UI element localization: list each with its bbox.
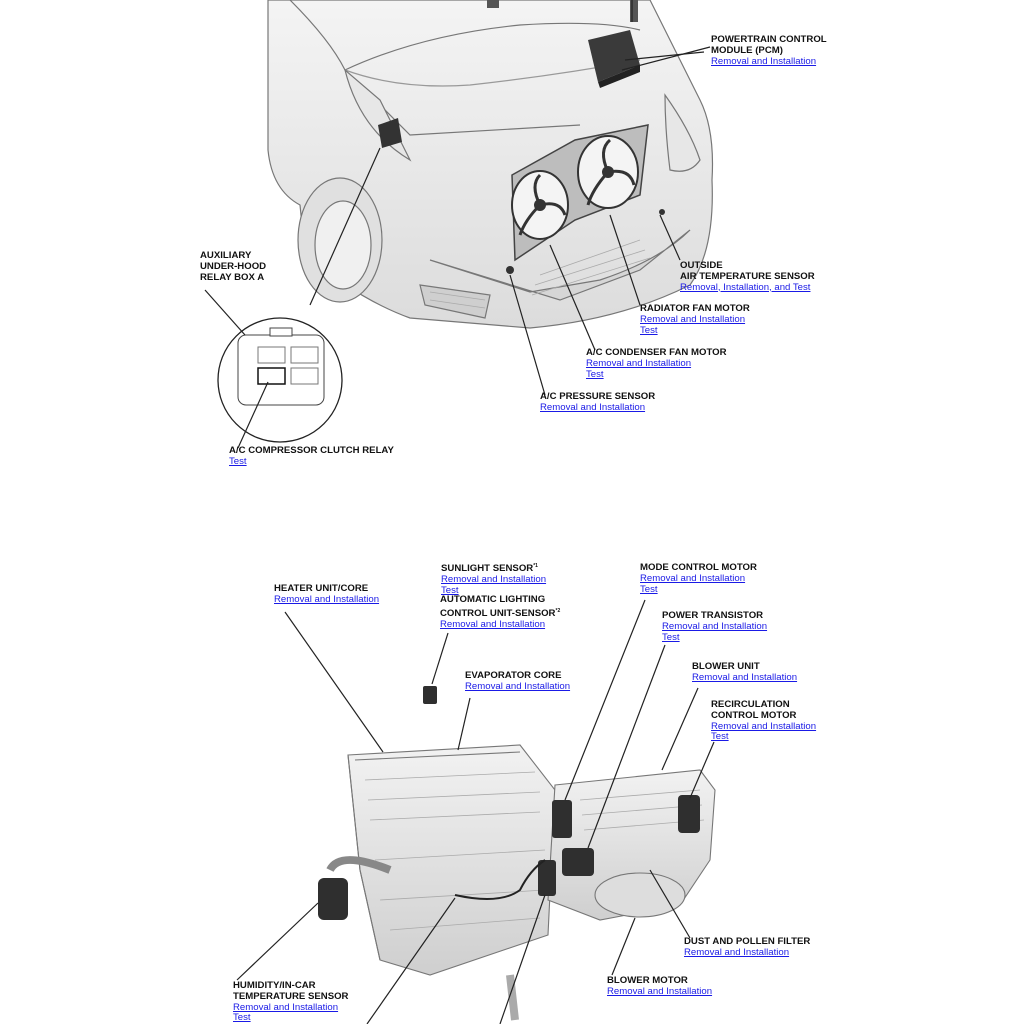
link-removal-installation[interactable]: Removal and Installation: [233, 1001, 339, 1013]
link-removal-installation[interactable]: Removal and Installation: [440, 618, 546, 630]
callout-title: BLOWER UNIT: [692, 661, 760, 672]
callout-title: POWERTRAIN CONTROL MODULE (PCM): [711, 34, 827, 56]
callout-title: OUTSIDE AIR TEMPERATURE SENSOR: [680, 260, 815, 282]
hvac-unit-illustration: [326, 744, 716, 1021]
link-removal-installation[interactable]: Removal and Installation: [640, 313, 746, 325]
callout-heater-unit: HEATER UNIT/CORE Removal and Installatio…: [274, 583, 380, 606]
link-removal-installation[interactable]: Removal and Installation: [540, 401, 646, 413]
callout-mode-control-motor: MODE CONTROL MOTOR Removal and Installat…: [640, 562, 757, 595]
link-test[interactable]: Test: [662, 631, 680, 643]
link-removal-installation[interactable]: Removal and Installation: [684, 946, 790, 958]
ac-pressure-sensor-part: [506, 266, 514, 274]
callout-title: BLOWER MOTOR: [607, 975, 688, 986]
link-test[interactable]: Test: [711, 731, 729, 743]
callout-title: A/C COMPRESSOR CLUTCH RELAY: [229, 445, 394, 456]
link-removal-installation[interactable]: Removal and Installation: [274, 593, 380, 605]
link-removal-installation-test[interactable]: Removal, Installation, and Test: [680, 281, 811, 293]
callout-title: A/C PRESSURE SENSOR: [540, 391, 656, 402]
link-removal-installation[interactable]: Removal and Installation: [640, 572, 746, 584]
link-removal-installation[interactable]: Removal and Installation: [711, 720, 817, 732]
relay-box-inset: [217, 317, 343, 443]
callout-pcm: POWERTRAIN CONTROL MODULE (PCM) Removal …: [711, 34, 827, 67]
callout-blower-unit: BLOWER UNIT Removal and Installation: [692, 661, 798, 684]
link-test[interactable]: Test: [441, 584, 459, 596]
callout-power-transistor: POWER TRANSISTOR Removal and Installatio…: [662, 610, 768, 643]
callout-title: DUST AND POLLEN FILTER: [684, 936, 811, 947]
link-removal-installation[interactable]: Removal and Installation: [441, 573, 547, 585]
link-test[interactable]: Test: [233, 1012, 251, 1024]
callout-title: AUTOMATIC LIGHTING CONTROL UNIT-SENSOR*2: [440, 594, 561, 619]
vehicle-front-illustration: [267, 0, 714, 329]
link-removal-installation[interactable]: Removal and Installation: [607, 985, 713, 997]
link-test[interactable]: Test: [586, 368, 604, 380]
callout-sunlight-sensor: SUNLIGHT SENSOR*1 Removal and Installati…: [441, 561, 546, 597]
link-test[interactable]: Test: [640, 324, 658, 336]
callout-blower-motor: BLOWER MOTOR Removal and Installation: [607, 975, 713, 998]
hvac-dark-parts: [318, 686, 700, 920]
callout-ac-compressor-clutch-relay: A/C COMPRESSOR CLUTCH RELAY Test: [229, 445, 394, 468]
top-leader-lines: [204, 0, 711, 449]
relay-box-part: [378, 118, 402, 148]
callout-humidity-sensor: HUMIDITY/IN-CAR TEMPERATURE SENSOR Remov…: [233, 980, 349, 1024]
outside-temp-sensor-part: [659, 209, 665, 215]
callout-title: MODE CONTROL MOTOR: [640, 562, 757, 573]
callout-title: HEATER UNIT/CORE: [274, 583, 369, 594]
bottom-leader-lines: [236, 599, 715, 1024]
callout-outside-air-temp: OUTSIDE AIR TEMPERATURE SENSOR Removal, …: [680, 260, 815, 293]
callout-dust-pollen-filter: DUST AND POLLEN FILTER Removal and Insta…: [684, 936, 811, 959]
callout-title: AUXILIARY UNDER-HOOD RELAY BOX A: [200, 250, 267, 283]
callout-ac-pressure-sensor: A/C PRESSURE SENSOR Removal and Installa…: [540, 391, 656, 414]
callout-ac-condenser-fan-motor: A/C CONDENSER FAN MOTOR Removal and Inst…: [586, 347, 727, 380]
wiring-harness: [454, 859, 546, 900]
callout-title: RECIRCULATION CONTROL MOTOR: [711, 699, 797, 721]
hood-latch-part: [487, 0, 499, 8]
link-removal-installation[interactable]: Removal and Installation: [465, 680, 571, 692]
callout-title: HUMIDITY/IN-CAR TEMPERATURE SENSOR: [233, 980, 349, 1002]
callout-radiator-fan-motor: RADIATOR FAN MOTOR Removal and Installat…: [640, 303, 750, 336]
link-test[interactable]: Test: [229, 455, 247, 467]
link-removal-installation[interactable]: Removal and Installation: [662, 620, 768, 632]
callout-title: POWER TRANSISTOR: [662, 610, 764, 621]
callout-evaporator-core: EVAPORATOR CORE Removal and Installation: [465, 670, 571, 693]
callout-title: SUNLIGHT SENSOR*1: [441, 563, 538, 575]
callout-aux-relay-box: AUXILIARY UNDER-HOOD RELAY BOX A: [200, 250, 267, 283]
callout-title: EVAPORATOR CORE: [465, 670, 562, 681]
callout-recirculation-control-motor: RECIRCULATION CONTROL MOTOR Removal and …: [711, 699, 817, 743]
link-test[interactable]: Test: [640, 583, 658, 595]
link-removal-installation[interactable]: Removal and Installation: [586, 357, 692, 369]
callout-title: A/C CONDENSER FAN MOTOR: [586, 347, 727, 358]
link-removal-installation[interactable]: Removal and Installation: [692, 671, 798, 683]
callout-title: RADIATOR FAN MOTOR: [640, 303, 750, 314]
link-removal-installation[interactable]: Removal and Installation: [711, 55, 817, 67]
callout-auto-lighting-sensor: AUTOMATIC LIGHTING CONTROL UNIT-SENSOR*2…: [440, 594, 561, 631]
radiator-fans-part: [511, 124, 649, 262]
